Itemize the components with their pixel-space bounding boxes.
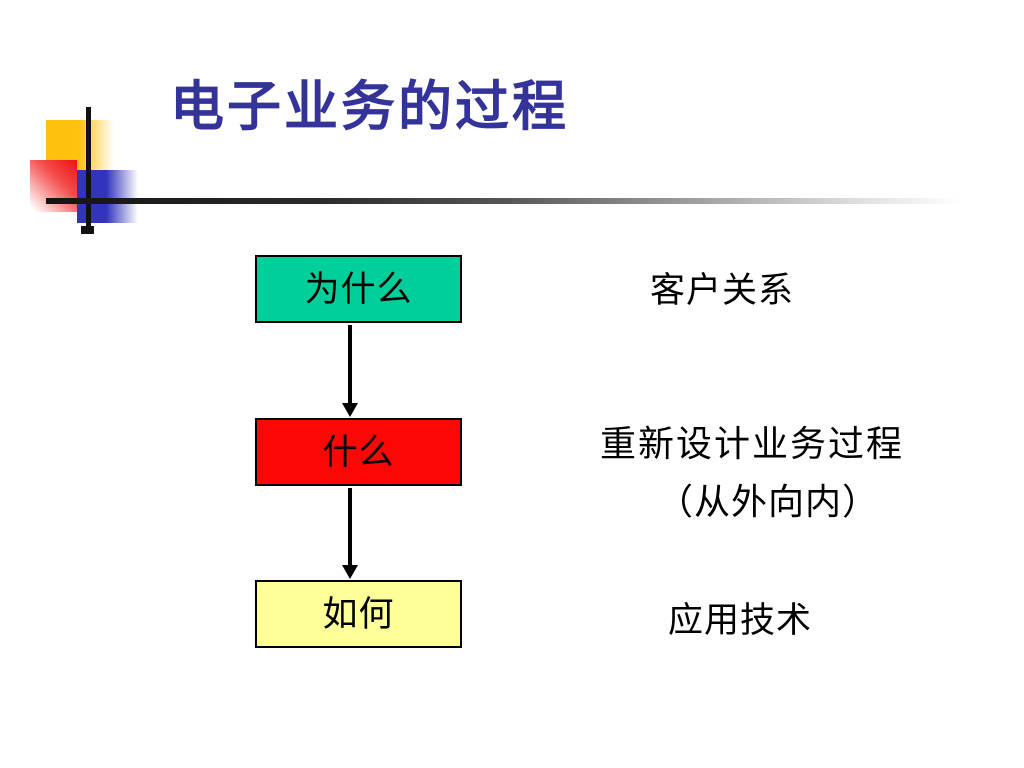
arrow-head-icon bbox=[342, 403, 358, 417]
flow-box-how: 如何 bbox=[255, 580, 462, 648]
flow-box-how-label: 如何 bbox=[322, 594, 395, 634]
flow-box-why-label: 为什么 bbox=[304, 269, 413, 309]
arrow-shaft bbox=[348, 325, 352, 403]
title-underline-rule bbox=[46, 198, 960, 204]
annotation-redesign-process-line1: 重新设计业务过程 bbox=[600, 424, 905, 464]
slide-title: 电子业务的过程 bbox=[170, 77, 569, 137]
arrow-shaft bbox=[348, 488, 352, 565]
annotation-apply-technology: 应用技术 bbox=[668, 601, 813, 640]
arrow-why-to-what bbox=[342, 325, 358, 417]
flow-box-why: 为什么 bbox=[255, 255, 462, 323]
decoration-vertical-line bbox=[86, 107, 91, 234]
annotation-customer-relations: 客户关系 bbox=[650, 271, 795, 310]
annotation-redesign-process-line2: （从外向内） bbox=[657, 482, 880, 522]
decoration-red-square bbox=[30, 160, 77, 212]
flow-box-what-label: 什么 bbox=[322, 432, 395, 472]
arrow-what-to-how bbox=[342, 488, 358, 579]
decoration-vertical-line-tip bbox=[81, 226, 94, 234]
arrow-head-icon bbox=[342, 565, 358, 579]
flow-box-what: 什么 bbox=[255, 418, 462, 486]
